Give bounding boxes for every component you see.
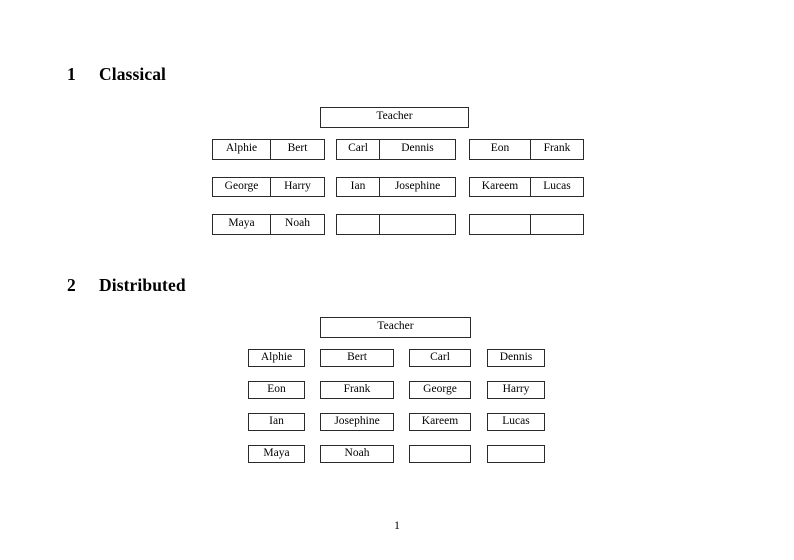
section-title: Classical: [99, 64, 167, 84]
table-row: [336, 214, 456, 235]
name-cell-empty: [336, 214, 380, 235]
name-cell-empty: [379, 214, 456, 235]
name-cell: Dennis: [487, 349, 545, 367]
classical-group-1: Alphie Bert George Harry Maya Noah: [212, 139, 325, 235]
section-title: Distributed: [99, 275, 186, 295]
table-row: [469, 214, 584, 235]
name-cell: Ian: [248, 413, 305, 431]
row-spacer: [469, 196, 584, 215]
row-spacer: [469, 159, 584, 177]
row-spacer: [212, 196, 325, 215]
distributed-teacher-box: Teacher: [320, 317, 471, 338]
name-cell: George: [212, 176, 271, 197]
name-cell: Josephine: [320, 413, 394, 431]
name-cell: George: [409, 381, 471, 399]
table-row: Eon Frank: [469, 139, 584, 160]
name-cell: Harry: [270, 176, 325, 197]
table-row: Alphie Bert: [212, 139, 325, 160]
name-cell-empty: [530, 214, 584, 235]
name-cell: Kareem: [469, 176, 531, 197]
name-cell: Eon: [248, 381, 305, 399]
row-spacer: [212, 159, 325, 177]
name-cell: Dennis: [379, 139, 456, 160]
name-cell-empty: [487, 445, 545, 463]
name-cell: Bert: [320, 349, 394, 367]
teacher-cell: Teacher: [320, 317, 471, 338]
section-heading-classical: 1 Classical: [67, 64, 166, 85]
name-cell: Ian: [336, 176, 380, 197]
section-number: 2: [67, 275, 76, 295]
name-cell: Eon: [469, 139, 531, 160]
name-cell: Maya: [212, 214, 271, 235]
teacher-cell: Teacher: [320, 107, 469, 128]
table-row: Alphie Bert Carl Dennis: [248, 349, 545, 367]
classical-group-3: Eon Frank Kareem Lucas: [469, 139, 584, 235]
row-spacer: [336, 159, 456, 177]
table-row: Carl Dennis: [336, 139, 456, 160]
classical-group-2: Carl Dennis Ian Josephine: [336, 139, 456, 235]
table-row: Eon Frank George Harry: [248, 381, 545, 399]
name-cell: Frank: [320, 381, 394, 399]
name-cell: Noah: [270, 214, 325, 235]
name-cell: Lucas: [530, 176, 584, 197]
name-cell: Harry: [487, 381, 545, 399]
name-cell: Maya: [248, 445, 305, 463]
name-cell: Bert: [270, 139, 325, 160]
name-cell-empty: [469, 214, 531, 235]
table-row: Ian Josephine: [336, 176, 456, 197]
name-cell: Josephine: [379, 176, 456, 197]
table-row: Maya Noah: [212, 214, 325, 235]
table-row: George Harry: [212, 176, 325, 197]
page-number: 1: [394, 520, 400, 532]
section-heading-distributed: 2 Distributed: [67, 275, 186, 296]
table-row: Teacher: [320, 317, 471, 338]
table-row: Teacher: [320, 107, 469, 128]
name-cell: Lucas: [487, 413, 545, 431]
row-spacer: [336, 196, 456, 215]
name-cell-empty: [409, 445, 471, 463]
name-cell: Alphie: [212, 139, 271, 160]
name-cell: Frank: [530, 139, 584, 160]
distributed-grid: Alphie Bert Carl Dennis Eon Frank George…: [248, 349, 545, 463]
name-cell: Alphie: [248, 349, 305, 367]
table-row: Maya Noah: [248, 445, 545, 463]
table-row: Kareem Lucas: [469, 176, 584, 197]
name-cell: Carl: [409, 349, 471, 367]
classical-teacher-box: Teacher: [320, 107, 469, 128]
table-row: Ian Josephine Kareem Lucas: [248, 413, 545, 431]
name-cell: Noah: [320, 445, 394, 463]
name-cell: Kareem: [409, 413, 471, 431]
name-cell: Carl: [336, 139, 380, 160]
section-number: 1: [67, 64, 76, 84]
